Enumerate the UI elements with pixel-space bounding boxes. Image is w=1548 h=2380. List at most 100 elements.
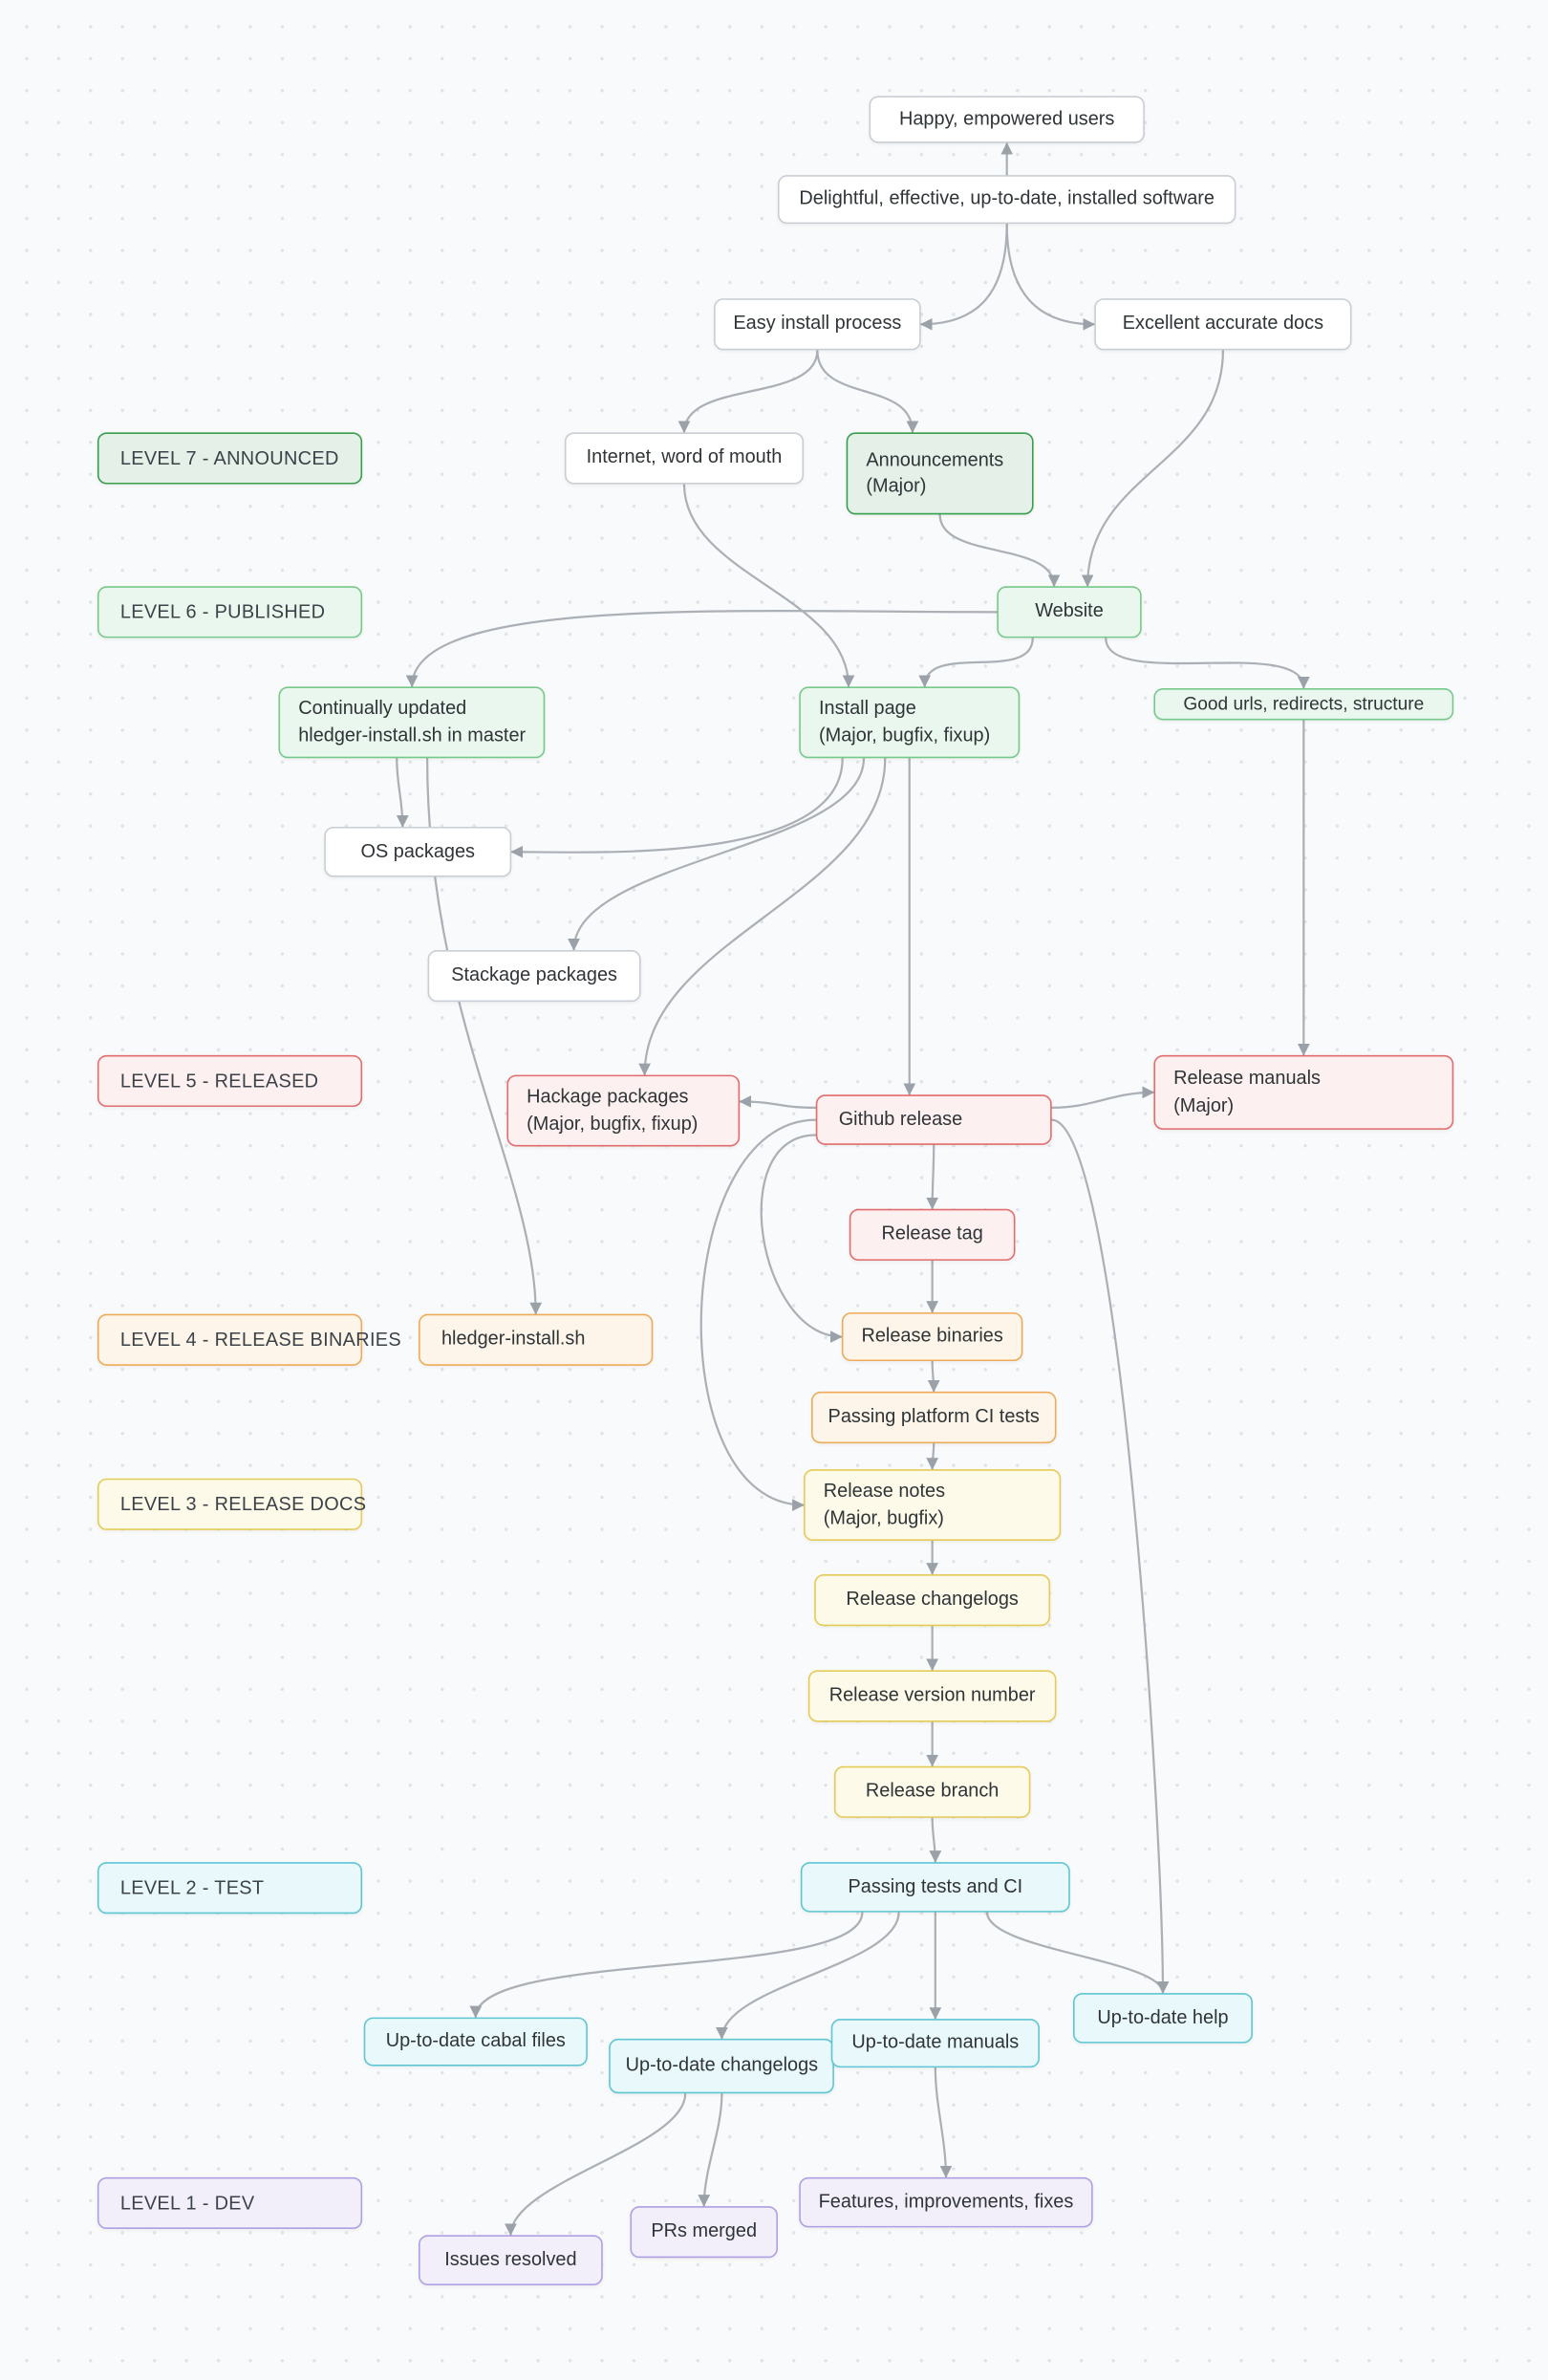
node-label: Hackage packages [527, 1085, 689, 1108]
node-label: OS packages [360, 839, 476, 862]
node-passing-tests-and-ci[interactable]: Passing tests and CI [800, 1862, 1070, 1913]
node-label: Install page [818, 697, 916, 719]
edge-install-page-to-stackage-packages [568, 757, 866, 952]
edge-internet-word-to-install-page [682, 483, 855, 688]
edge-install-page-to-hackage-packages [638, 757, 887, 1076]
node-label: Good urls, redirects, structure [1183, 692, 1425, 715]
node-stackage-packages[interactable]: Stackage packages [427, 949, 641, 1003]
edge-passing-tests-ci-to-cabal-files [469, 1911, 864, 2019]
node-continually-updated-hledger-install[interactable]: Continually updated hledger-install.sh i… [278, 686, 546, 759]
node-label: Up-to-date cabal files [385, 2029, 566, 2052]
node-sublabel: (Major) [866, 474, 927, 497]
edge-changelogs-to-prs-merged [698, 2092, 723, 2208]
level-7-announced-label[interactable]: LEVEL 7 - ANNOUNCED [97, 432, 363, 485]
node-label: Release binaries [861, 1325, 1003, 1347]
edge-github-release-to-hackage-packages [739, 1095, 817, 1109]
node-label: Stackage packages [451, 963, 617, 986]
node-label: Passing tests and CI [848, 1875, 1023, 1897]
edge-announcements-to-website [938, 513, 1061, 588]
level-label-text: LEVEL 2 - TEST [119, 1877, 265, 1899]
edge-website-to-good-urls [1105, 637, 1310, 690]
edge-github-release-to-release-notes [699, 1118, 817, 1511]
node-label: Issues resolved [444, 2248, 577, 2270]
node-release-changelogs[interactable]: Release changelogs [814, 1574, 1051, 1627]
level-label-text: LEVEL 5 - RELEASED [119, 1070, 319, 1093]
node-install-page[interactable]: Install page (Major, bugfix, fixup) [799, 686, 1021, 759]
node-hledger-install-sh[interactable]: hledger-install.sh [419, 1313, 654, 1366]
node-passing-platform-ci-tests[interactable]: Passing platform CI tests [811, 1391, 1057, 1444]
node-label: Continually updated [298, 697, 467, 719]
node-up-to-date-changelogs[interactable]: Up-to-date changelogs [609, 2038, 835, 2094]
node-excellent-accurate-docs[interactable]: Excellent accurate docs [1094, 298, 1352, 351]
node-label: Up-to-date help [1097, 2006, 1229, 2028]
node-release-tag[interactable]: Release tag [849, 1208, 1016, 1261]
edge-passing-platform-ci-to-release-notes [926, 1441, 939, 1471]
node-label: Excellent accurate docs [1122, 312, 1324, 335]
edge-release-branch-to-passing-tests-ci [929, 1816, 942, 1864]
node-internet-word-of-mouth[interactable]: Internet, word of mouth [564, 432, 805, 485]
node-issues-resolved[interactable]: Issues resolved [419, 2235, 603, 2285]
node-up-to-date-cabal-files[interactable]: Up-to-date cabal files [363, 2017, 588, 2066]
node-sublabel: (Major, bugfix, fixup) [818, 724, 991, 746]
node-sublabel: (Major) [1173, 1093, 1235, 1115]
edge-github-release-to-release-binaries [760, 1134, 843, 1343]
node-label: Passing platform CI tests [828, 1405, 1040, 1427]
node-label: Happy, empowered users [898, 107, 1115, 129]
level-label-text: LEVEL 4 - RELEASE BINARIES [119, 1329, 402, 1351]
node-prs-merged[interactable]: PRs merged [630, 2206, 778, 2259]
level-3-release-docs-label[interactable]: LEVEL 3 - RELEASE DOCS [97, 1478, 366, 1530]
node-os-packages[interactable]: OS packages [324, 826, 512, 877]
node-website[interactable]: Website [997, 586, 1142, 638]
node-label: Up-to-date changelogs [625, 2054, 819, 2076]
edge-install-page-to-os-packages [510, 757, 844, 858]
node-release-binaries[interactable]: Release binaries [841, 1312, 1023, 1362]
node-good-urls-redirects-structure[interactable]: Good urls, redirects, structure [1153, 687, 1454, 721]
level-label-text: LEVEL 1 - DEV [119, 2192, 255, 2215]
node-features-improvements-fixes[interactable]: Features, improvements, fixes [799, 2176, 1093, 2228]
edge-passing-tests-ci-to-help [985, 1911, 1170, 1995]
node-label: Github release [838, 1108, 963, 1130]
node-release-notes[interactable]: Release notes (Major, bugfix) [804, 1469, 1062, 1542]
node-label: Release version number [828, 1684, 1036, 1706]
node-happy-empowered-users[interactable]: Happy, empowered users [869, 96, 1145, 143]
node-easy-install-process[interactable]: Easy install process [714, 298, 921, 351]
edge-manuals-to-features [934, 2066, 953, 2178]
node-release-version-number[interactable]: Release version number [807, 1670, 1057, 1722]
node-label: Release tag [881, 1222, 983, 1244]
node-label: Delightful, effective, up-to-date, insta… [799, 187, 1215, 209]
node-label: Release branch [865, 1780, 1000, 1802]
node-delightful-software[interactable]: Delightful, effective, up-to-date, insta… [777, 175, 1236, 225]
node-label: PRs merged [651, 2219, 758, 2242]
node-hackage-packages[interactable]: Hackage packages (Major, bugfix, fixup) [506, 1074, 741, 1147]
level-label-text: LEVEL 3 - RELEASE DOCS [119, 1493, 367, 1515]
edge-github-release-to-help [1050, 1118, 1170, 1995]
edge-github-release-to-release-tag [926, 1143, 939, 1210]
node-label: Features, improvements, fixes [818, 2190, 1074, 2213]
edge-continually-updated-to-os-packages [396, 757, 409, 829]
edge-github-release-to-release-manuals [1050, 1086, 1155, 1109]
node-sublabel: hledger-install.sh in master [298, 724, 527, 746]
node-release-manuals[interactable]: Release manuals (Major) [1153, 1054, 1454, 1130]
node-label: Website [1035, 600, 1104, 622]
edge-website-to-install-page [918, 637, 1034, 688]
node-up-to-date-manuals[interactable]: Up-to-date manuals [830, 2019, 1040, 2068]
node-github-release[interactable]: Github release [815, 1094, 1052, 1145]
node-release-branch[interactable]: Release branch [833, 1765, 1031, 1818]
node-label: Internet, word of mouth [586, 446, 783, 468]
level-label-text: LEVEL 6 - PUBLISHED [119, 601, 326, 623]
node-sublabel: (Major, bugfix) [823, 1506, 944, 1528]
level-4-release-binaries-label[interactable]: LEVEL 4 - RELEASE BINARIES [97, 1313, 401, 1366]
level-2-test-label[interactable]: LEVEL 2 - TEST [97, 1862, 363, 1915]
level-1-dev-label[interactable]: LEVEL 1 - DEV [97, 2176, 363, 2230]
edge-delightful-software-to-excellent-docs [1005, 223, 1096, 331]
node-up-to-date-help[interactable]: Up-to-date help [1072, 1993, 1253, 2044]
edge-easy-install-to-internet-word [677, 349, 819, 434]
level-6-published-label[interactable]: LEVEL 6 - PUBLISHED [97, 586, 363, 638]
edge-release-binaries-to-passing-platform-ci [927, 1359, 940, 1394]
level-5-released-label[interactable]: LEVEL 5 - RELEASED [97, 1054, 363, 1108]
node-label: Announcements [866, 448, 1004, 470]
edge-excellent-docs-to-website [1081, 349, 1225, 588]
node-announcements[interactable]: Announcements (Major) [846, 432, 1034, 515]
